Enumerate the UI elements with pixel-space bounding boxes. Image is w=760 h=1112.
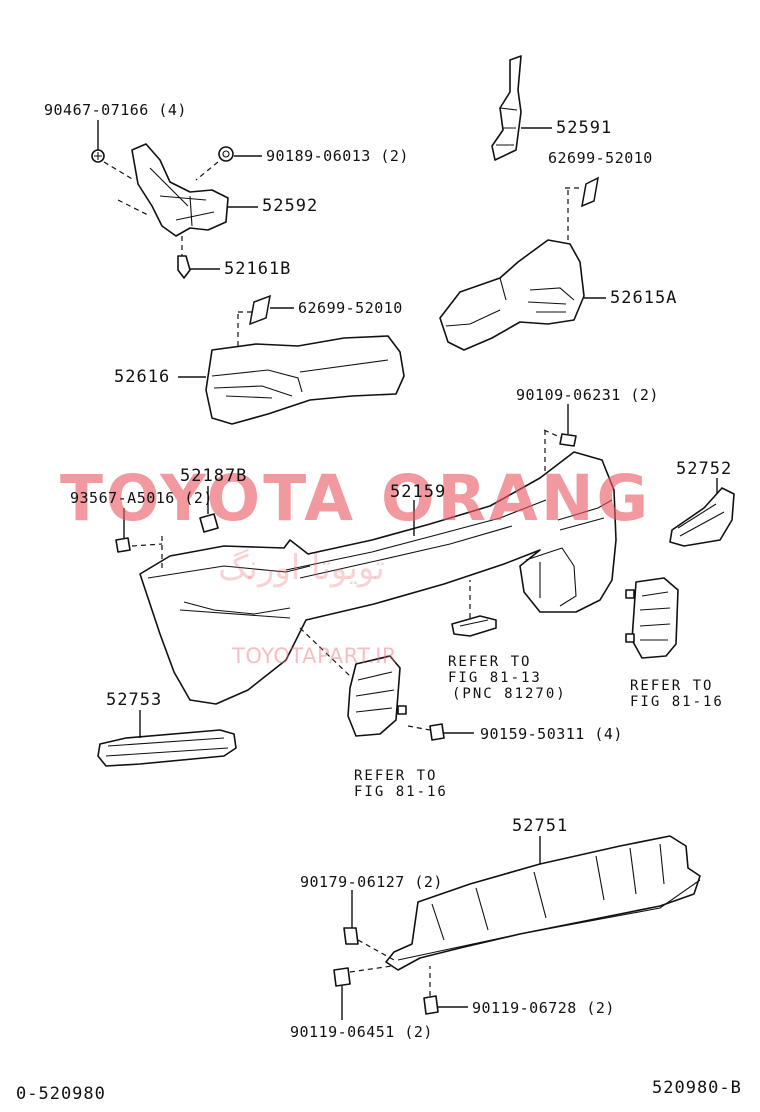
label-90119-right[interactable]: 90119-06728 (2) — [472, 999, 615, 1017]
label-90189[interactable]: 90189-06013 (2) — [266, 147, 409, 165]
part-52752-reflector[interactable] — [669, 487, 735, 547]
ref-right-line1: REFER TO — [630, 678, 714, 694]
ref-center-line2: FIG 81-13 — [448, 670, 542, 686]
clip-90189[interactable] — [218, 146, 234, 162]
label-52161b[interactable]: 52161B — [224, 259, 292, 279]
footer-code-left: 0-520980 — [16, 1084, 106, 1104]
label-93567[interactable]: 93567-A5016 (2) — [70, 489, 213, 507]
clip-52161b[interactable] — [177, 255, 191, 279]
bolt-90119-right[interactable] — [423, 995, 439, 1015]
clip-90179[interactable] — [343, 927, 359, 945]
part-52615a-retainer[interactable] — [439, 239, 585, 351]
label-90109[interactable]: 90109-06231 (2) — [516, 386, 659, 404]
part-rear-lamp-left[interactable] — [347, 655, 407, 737]
label-52615a[interactable]: 52615A — [610, 288, 678, 308]
part-52591-bracket[interactable] — [491, 55, 522, 161]
label-90119-left[interactable]: 90119-06451 (2) — [290, 1023, 433, 1041]
label-52591[interactable]: 52591 — [556, 118, 613, 138]
part-52616-retainer[interactable] — [205, 335, 405, 425]
part-62699-pad-mid[interactable] — [249, 294, 271, 326]
label-52187b[interactable]: 52187B — [180, 466, 248, 486]
bolt-90119-left[interactable] — [333, 967, 351, 987]
label-52752[interactable]: 52752 — [676, 459, 733, 479]
part-52592-bracket[interactable] — [131, 143, 229, 237]
part-52159-bumper-cover[interactable] — [139, 451, 617, 705]
label-90159[interactable]: 90159-50311 (4) — [480, 725, 623, 743]
label-62699-mid[interactable]: 62699-52010 — [298, 299, 403, 317]
bolt-90109[interactable] — [559, 433, 577, 447]
bolt-93567[interactable] — [115, 537, 131, 553]
ref-center-line3: (PNC 81270) — [452, 686, 567, 702]
part-license-lamp[interactable] — [451, 615, 497, 637]
part-52753-reflector[interactable] — [97, 729, 237, 767]
ref-center-line1: REFER TO — [448, 654, 532, 670]
part-52751-spoiler[interactable] — [385, 835, 701, 971]
label-52616[interactable]: 52616 — [114, 367, 171, 387]
clip-90467[interactable] — [91, 149, 105, 163]
label-52592[interactable]: 52592 — [262, 196, 319, 216]
footer-code-right: 520980-B — [652, 1078, 742, 1098]
label-52753[interactable]: 52753 — [106, 690, 163, 710]
part-62699-pad-top[interactable] — [581, 176, 599, 208]
part-rear-lamp-right[interactable] — [625, 577, 679, 659]
label-52159[interactable]: 52159 — [390, 482, 447, 502]
ref-left-line1: REFER TO — [354, 768, 438, 784]
label-52751[interactable]: 52751 — [512, 816, 569, 836]
ref-left-line2: FIG 81-16 — [354, 784, 448, 800]
screw-90159[interactable] — [429, 723, 445, 741]
label-62699-top[interactable]: 62699-52010 — [548, 149, 653, 167]
clip-52187b[interactable] — [199, 513, 219, 533]
label-90467[interactable]: 90467-07166 (4) — [44, 101, 187, 119]
label-90179[interactable]: 90179-06127 (2) — [300, 873, 443, 891]
ref-right-line2: FIG 81-16 — [630, 694, 724, 710]
